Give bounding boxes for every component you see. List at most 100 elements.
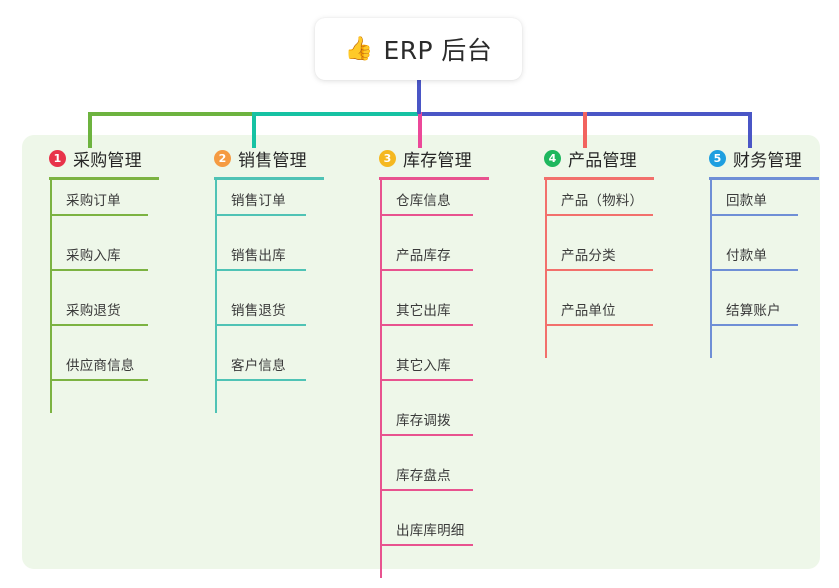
branch-spine — [215, 177, 217, 413]
leaf-item-label: 销售出库 — [231, 248, 286, 264]
leaf-item-label: 仓库信息 — [396, 193, 451, 209]
leaf-item-underline — [50, 379, 148, 381]
leaf-item[interactable]: 库存盘点 — [380, 455, 473, 491]
branch-column-product: 4 产品管理产品（物料） 产品分类产品单位 — [531, 145, 654, 358]
branch-title: 产品管理 — [568, 150, 637, 171]
leaf-item-label: 出库库明细 — [396, 523, 465, 539]
branch-column-purchasing: 1 采购管理采购订单采购入库采购退货供应商信息 — [36, 145, 159, 413]
leaf-item-underline — [380, 489, 473, 491]
drop-inventory — [418, 112, 422, 148]
branch-header-underline — [544, 177, 654, 180]
leaf-item[interactable]: 采购订单 — [50, 180, 148, 216]
leaf-item[interactable]: 采购入库 — [50, 235, 148, 271]
leaf-item[interactable]: 采购退货 — [50, 290, 148, 326]
leaf-item-underline — [545, 269, 653, 271]
branch-header-inventory[interactable]: 3 库存管理 — [366, 145, 472, 171]
leaf-item-label: 销售退货 — [231, 303, 286, 319]
leaf-item-underline — [215, 379, 306, 381]
branch-number-badge: 4 — [544, 149, 561, 167]
leaf-item[interactable]: 结算账户 — [710, 290, 798, 326]
leaf-item[interactable]: 其它出库 — [380, 290, 473, 326]
teal-segment — [252, 112, 420, 116]
leaf-item-underline — [215, 269, 306, 271]
branch-header-sales[interactable]: 2 销售管理 — [201, 145, 307, 171]
leaf-item-underline — [380, 324, 473, 326]
branch-title: 库存管理 — [403, 150, 472, 171]
branch-spine — [545, 177, 547, 358]
drop-sales — [252, 112, 256, 148]
leaf-item-underline — [380, 214, 473, 216]
leaf-item[interactable]: 回款单 — [710, 180, 798, 216]
leaf-item[interactable]: 仓库信息 — [380, 180, 473, 216]
leaf-item-underline — [50, 214, 148, 216]
leaf-item-label: 产品（物料） — [561, 193, 644, 209]
page-title: ERP 后台 — [383, 36, 493, 65]
branch-column-sales: 2 销售管理销售订单销售出库销售退货客户信息 — [201, 145, 324, 413]
leaf-item[interactable]: 销售订单 — [215, 180, 306, 216]
leaf-item-label: 产品单位 — [561, 303, 616, 319]
root-title-card: 👍 ERP 后台 — [315, 18, 522, 80]
leaf-item-underline — [545, 214, 653, 216]
branch-title: 销售管理 — [238, 150, 307, 171]
thumbs-up-icon: 👍 — [344, 35, 374, 62]
leaf-item-label: 结算账户 — [726, 303, 781, 319]
branch-header-finance[interactable]: 5 财务管理 — [696, 145, 802, 171]
branch-header-underline — [214, 177, 324, 180]
drop-purchasing — [88, 112, 92, 148]
leaf-item-label: 销售订单 — [231, 193, 286, 209]
leaf-item-label: 库存盘点 — [396, 468, 451, 484]
branch-title: 采购管理 — [73, 150, 142, 171]
leaf-item[interactable]: 库存调拨 — [380, 400, 473, 436]
leaf-item-underline — [545, 324, 653, 326]
leaf-item-underline — [380, 544, 473, 546]
leaf-item-label: 采购订单 — [66, 193, 121, 209]
leaf-item-underline — [50, 324, 148, 326]
branch-column-finance: 5 财务管理回款单付款单结算账户 — [696, 145, 819, 358]
leaf-item[interactable]: 客户信息 — [215, 345, 306, 381]
leaf-item-label: 其它入库 — [396, 358, 451, 374]
leaf-item-label: 客户信息 — [231, 358, 286, 374]
branch-header-underline — [379, 177, 489, 180]
green-segment — [88, 112, 254, 116]
branch-header-purchasing[interactable]: 1 采购管理 — [36, 145, 142, 171]
leaf-item-underline — [380, 379, 473, 381]
branch-number-badge: 1 — [49, 149, 66, 167]
leaf-item-label: 采购退货 — [66, 303, 121, 319]
leaf-item[interactable]: 出库库明细 — [380, 510, 473, 546]
branch-number-badge: 5 — [709, 149, 726, 167]
leaf-item-label: 付款单 — [726, 248, 768, 264]
leaf-item-label: 产品库存 — [396, 248, 451, 264]
root-trunk-connector — [417, 79, 421, 114]
drop-product — [583, 112, 587, 148]
branch-spine — [50, 177, 52, 413]
branch-title: 财务管理 — [733, 150, 802, 171]
branch-number-badge: 2 — [214, 149, 231, 167]
leaf-item[interactable]: 其它入库 — [380, 345, 473, 381]
leaf-item-label: 回款单 — [726, 193, 768, 209]
leaf-item[interactable]: 产品库存 — [380, 235, 473, 271]
branch-number-badge: 3 — [379, 149, 396, 167]
leaf-item-label: 库存调拨 — [396, 413, 451, 429]
leaf-item-label: 供应商信息 — [66, 358, 135, 374]
leaf-item[interactable]: 销售退货 — [215, 290, 306, 326]
diagram-panel-background — [22, 135, 820, 569]
leaf-item-label: 其它出库 — [396, 303, 451, 319]
branch-header-underline — [49, 177, 159, 180]
leaf-item[interactable]: 销售出库 — [215, 235, 306, 271]
branch-header-product[interactable]: 4 产品管理 — [531, 145, 637, 171]
leaf-item[interactable]: 供应商信息 — [50, 345, 148, 381]
leaf-item-underline — [215, 214, 306, 216]
leaf-item[interactable]: 产品单位 — [545, 290, 653, 326]
leaf-item-underline — [380, 269, 473, 271]
branch-spine — [380, 177, 382, 578]
drop-finance — [748, 112, 752, 148]
leaf-item-underline — [710, 269, 798, 271]
leaf-item[interactable]: 付款单 — [710, 235, 798, 271]
branch-header-underline — [709, 177, 819, 180]
leaf-item[interactable]: 产品分类 — [545, 235, 653, 271]
leaf-item[interactable]: 产品（物料） — [545, 180, 653, 216]
branch-spine — [710, 177, 712, 358]
leaf-item-underline — [50, 269, 148, 271]
